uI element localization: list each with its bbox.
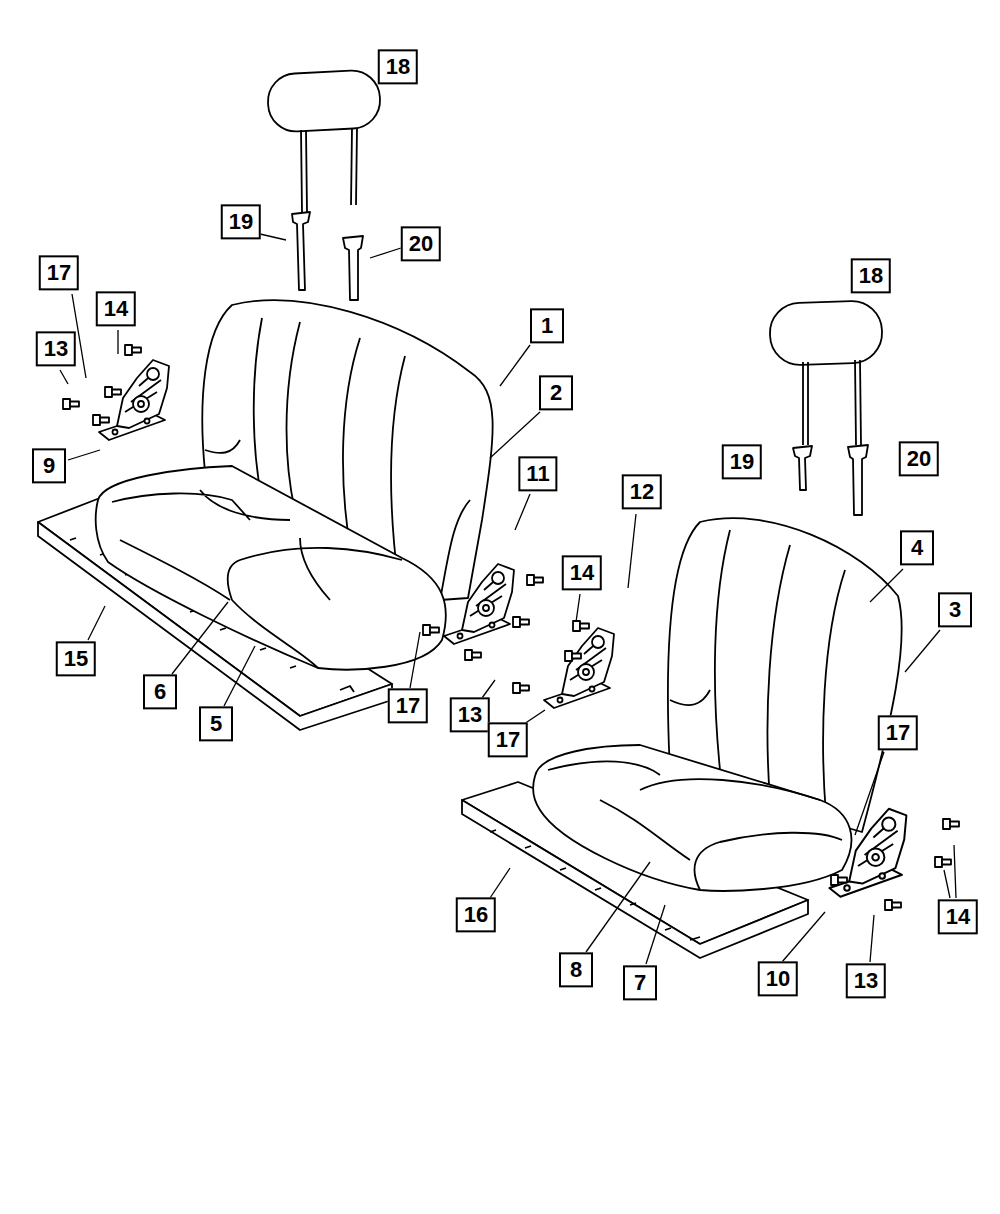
callout-number: 17 [878,715,918,750]
callout-number: 13 [846,963,886,998]
seat-hinge [829,809,906,897]
headrest [267,69,382,300]
callout-number: 19 [221,204,261,239]
callout-number: 17 [39,255,79,290]
callout-number: 3 [938,592,972,627]
callout-number: 8 [559,952,593,987]
bench-cushion [96,466,446,670]
callout-number: 18 [378,49,418,84]
seat-hinge [444,564,514,644]
bucket-cushion [533,745,851,891]
callout-number: 11 [518,456,557,491]
callout-number: 6 [143,674,177,709]
callout-number: 17 [488,722,528,757]
callout-number: 19 [722,444,762,479]
callout-number: 20 [401,226,441,261]
callout-number: 10 [758,961,798,996]
callout-number: 14 [96,291,136,326]
callout-number: 13 [36,331,76,366]
callout-number: 2 [539,375,573,410]
callout-number: 7 [623,965,657,1000]
callout-number: 12 [622,474,662,509]
callout-number: 13 [450,697,490,732]
callout-number: 9 [32,448,66,483]
callout-number: 16 [456,897,496,932]
callout-number: 1 [530,308,564,343]
seat-hinge [99,360,169,440]
callout-number: 18 [851,258,891,293]
seat-hinge [544,628,614,708]
leader-lines [60,234,956,964]
callout-number: 15 [56,641,96,676]
callout-number: 14 [938,899,978,934]
callout-number: 17 [388,688,428,723]
callout-number: 20 [899,441,939,476]
callout-number: 4 [900,530,934,565]
callout-number: 14 [562,555,602,590]
callout-number: 5 [199,706,233,741]
headrest [769,300,883,515]
